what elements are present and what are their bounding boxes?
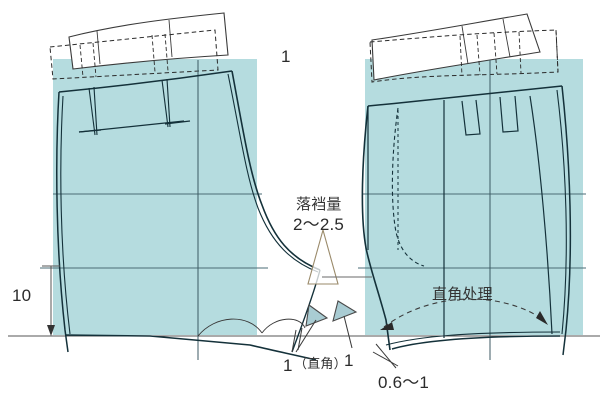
front-panel-fill [53, 59, 257, 335]
back-waist-edge [367, 85, 563, 107]
front-side-seam [56, 91, 69, 353]
back-side-seam-shifted [556, 89, 567, 335]
side-drop-arrowhead [47, 325, 55, 336]
front-crotch-curve [231, 70, 321, 271]
back-waistband-dash-div-5 [555, 29, 559, 73]
front-pocket-detail [78, 78, 191, 136]
front-waist-edge [58, 70, 233, 93]
back-waistband-outline [371, 13, 541, 81]
back-crotch-curve-dashed [391, 107, 425, 267]
panel-fills [53, 59, 583, 335]
side-drop-dimension [42, 265, 60, 336]
front-dart-left-a [88, 87, 96, 136]
front-crotch-curve-original [227, 73, 319, 273]
front-waistband-group [49, 12, 229, 80]
right-angle-arrow-end [536, 311, 548, 325]
back-side-panel-seam [529, 95, 553, 335]
back-hem-leader-line-1 [375, 343, 397, 369]
step-number-label: 1 [281, 47, 291, 66]
back-waistband-group [369, 13, 559, 83]
back-hem-leader [372, 343, 399, 369]
left-hem-value-label: 1 [283, 356, 293, 375]
back-hem-value-label: 0.6～1 [378, 373, 430, 392]
back-side-seam [561, 85, 572, 356]
right-angle-treatment-label: 直角处理 [432, 285, 493, 303]
front-dart-left-b [93, 86, 98, 136]
crotch-markers [295, 227, 372, 353]
center-value-label: 1 [344, 351, 354, 370]
front-dart-right-b [166, 78, 171, 128]
back-crotch-curve [361, 105, 391, 351]
front-waistband-shifted-copy [49, 29, 219, 80]
left-hem-tick-vertical [291, 329, 297, 353]
left-hem-leader [291, 327, 303, 353]
back-dart-1 [461, 99, 481, 136]
crotch-marker-left [305, 304, 329, 327]
front-dart-right-a [161, 79, 169, 128]
right-angle-dashed-arc [383, 298, 545, 328]
back-waistband-dash-div-2 [476, 34, 481, 76]
left-hem-tick-vertical-2 [297, 327, 303, 351]
front-waistband-div-2 [168, 19, 173, 58]
side-drop-value-label: 10 [12, 286, 32, 305]
front-waistband-outline [68, 12, 229, 70]
back-waistband-dash-div-4 [518, 31, 522, 74]
front-piece-outline [56, 70, 321, 361]
drop-crotch-label: 落裆量 [296, 195, 342, 213]
back-waistband-dash-div-3 [493, 32, 498, 75]
back-hem-edge [391, 335, 561, 350]
front-waistband-dash-div-3 [92, 42, 97, 78]
back-waistband-dash-div-1 [459, 35, 463, 77]
right-angle-treatment-arc [380, 298, 548, 330]
back-dart-2 [499, 95, 519, 133]
drop-crotch-triangle-open [307, 227, 339, 285]
crotch-leader-left [295, 319, 317, 353]
front-side-seam-shifted [60, 95, 71, 335]
back-hem-leader-line-2 [372, 351, 399, 367]
back-hem-edge-secondary [385, 331, 561, 346]
back-panel-fill [365, 59, 583, 335]
back-waistband-div-1 [461, 25, 469, 65]
front-hem-arc-1 [197, 318, 263, 337]
front-waistband-div-1 [96, 30, 101, 65]
front-hem-edge [64, 334, 317, 361]
right-angle-arrow-start [380, 322, 394, 330]
left-hem-note-label: （直角） [294, 357, 347, 372]
front-hem-arc-2 [261, 318, 306, 334]
front-pocket-edge-left [78, 129, 102, 133]
back-darts [461, 95, 519, 136]
drop-crotch-value: 2～2.5 [293, 215, 345, 234]
front-waistband-dash-div-1 [79, 44, 84, 78]
front-pocket-edge-right [164, 120, 191, 125]
back-waistband-div-2 [502, 18, 511, 58]
back-piece-outline [361, 85, 572, 356]
crotch-leader-right [343, 315, 353, 349]
